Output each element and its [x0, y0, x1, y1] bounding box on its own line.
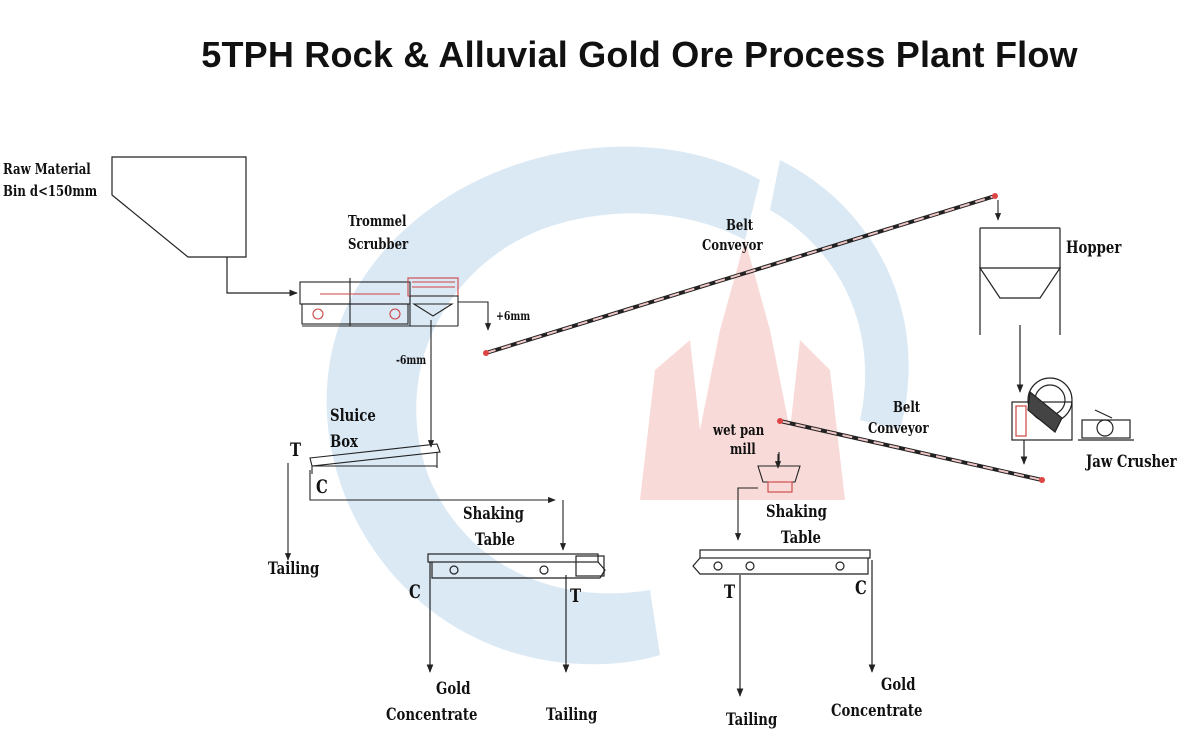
mill-label: mill: [730, 440, 756, 458]
watermark-logo: [326, 146, 909, 665]
shaking-table-1: [426, 553, 606, 673]
jaw-crusher-label: Jaw Crusher: [1086, 452, 1177, 472]
belt-conveyor-2-label-line1: Belt: [893, 398, 921, 416]
tailing-label-2: Tailing: [726, 710, 778, 730]
gold-label-1: Gold: [436, 679, 471, 699]
belt-conveyor-1: [483, 193, 1002, 356]
box-label: Box: [330, 432, 358, 452]
sluice-tailing-label: Tailing: [268, 559, 320, 579]
wet-pan-label: wet pan: [713, 421, 765, 439]
table-1-concentrate-marker: C: [409, 581, 421, 603]
shaking-table-2-label-line1: Shaking: [766, 502, 827, 522]
wet-pan-mill: [734, 452, 801, 541]
scrubber-label: Scrubber: [348, 235, 409, 253]
plus6mm-label: +6mm: [496, 309, 531, 323]
shaking-table-1-label-line1: Shaking: [463, 504, 524, 524]
sluice-label: Sluice: [330, 406, 376, 426]
minus6mm-label: -6mm: [396, 353, 427, 367]
table-2-tailing-marker: T: [724, 581, 736, 603]
watermark-blue-arc-2: [770, 160, 909, 430]
hopper: [978, 227, 1062, 393]
table-1-tailing-marker: T: [570, 585, 582, 607]
belt-conveyor-1-label-line2: Conveyor: [702, 236, 763, 254]
belt-conveyor-1-label-line1: Belt: [726, 216, 754, 234]
shaking-table-1-label-line2: Table: [475, 530, 515, 550]
trommel-scrubber: [299, 277, 459, 327]
sluice-concentrate-marker: C: [316, 476, 328, 498]
belt-conveyor-2-label-line2: Conveyor: [868, 419, 929, 437]
table-2-concentrate-marker: C: [855, 577, 867, 599]
concentrate-label-2: Concentrate: [831, 701, 923, 721]
sluice-box: [284, 443, 567, 561]
jaw-crusher: [1011, 377, 1134, 465]
raw-material-bin: [111, 156, 298, 297]
trommel-outputs: [427, 301, 492, 448]
watermark-blue-arc: [326, 146, 760, 665]
raw-material-size-label: Bin d<150mm: [3, 182, 98, 200]
belt-conveyor-2: [777, 418, 1045, 483]
gold-label-2: Gold: [881, 675, 916, 695]
shaking-table-2: [692, 549, 876, 697]
raw-material-label: Raw Material: [3, 160, 91, 178]
concentrate-label-1: Concentrate: [386, 705, 478, 725]
hopper-label: Hopper: [1066, 238, 1122, 258]
shaking-table-2-label-line2: Table: [781, 528, 821, 548]
watermark-red-shape: [640, 240, 845, 500]
sluice-tailing-marker: T: [290, 439, 302, 461]
tailing-label-1: Tailing: [546, 705, 598, 725]
trommel-label: Trommel: [348, 212, 407, 230]
diagram-title: 5TPH Rock & Alluvial Gold Ore Process Pl…: [201, 34, 1078, 75]
